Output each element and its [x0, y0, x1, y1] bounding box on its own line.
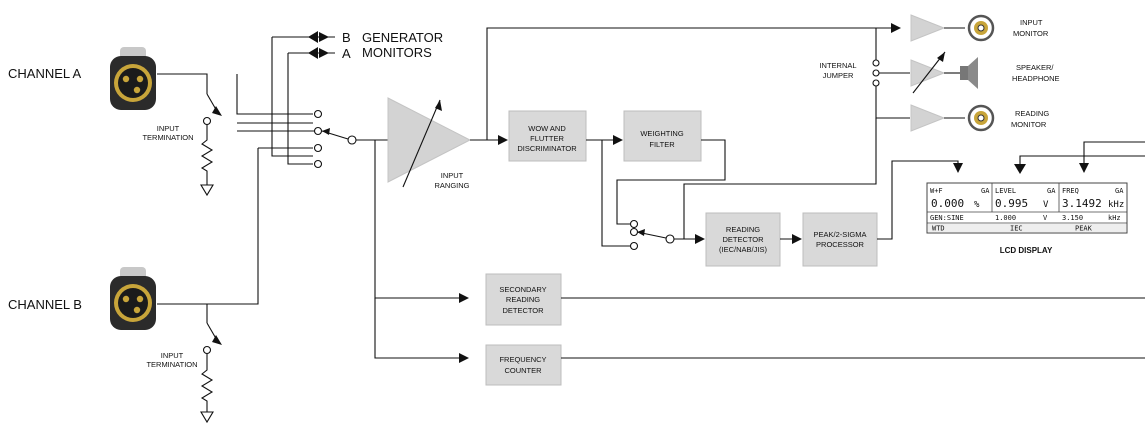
wow-flutter-line1: WOW AND — [528, 124, 566, 133]
weighting-line1: WEIGHTING — [640, 129, 683, 138]
peak-sigma-line2: PROCESSOR — [816, 240, 865, 249]
channel-b-xlr-connector-icon — [110, 267, 156, 330]
peak-sigma-line1: PEAK/2-SIGMA — [814, 230, 867, 239]
channel-b-label: CHANNEL B — [8, 297, 82, 312]
lcd-row3-c3: PEAK — [1075, 225, 1093, 233]
input-monitor-buffer — [910, 14, 946, 42]
reading-monitor-bnc-icon — [967, 104, 995, 132]
lcd-row3-c1: WTD — [932, 225, 945, 233]
lcd-col3-value: 3.1492 — [1062, 197, 1102, 210]
level-to-lcd-line — [1019, 155, 1145, 172]
lcd-col1-value: 0.000 — [931, 197, 964, 210]
lcd-col3-header: FREQ — [1062, 187, 1079, 195]
input-termination-b-line2: TERMINATION — [146, 360, 197, 369]
weighting-line2: FILTER — [649, 140, 675, 149]
internal-jumper-line1: INTERNAL — [819, 61, 856, 70]
input-monitor-bnc-icon — [967, 14, 995, 42]
input-ranging-line1: INPUT — [441, 171, 464, 180]
lcd-col1-tag: GA — [981, 187, 990, 195]
lcd-col3-tag: GA — [1115, 187, 1124, 195]
generator-a-label: A — [342, 46, 351, 61]
lcd-col2-tag: GA — [1047, 187, 1056, 195]
input-monitor-line1: INPUT — [1020, 18, 1043, 27]
peak-to-lcd-line — [877, 160, 963, 240]
reading-detector-line1: READING — [726, 225, 760, 234]
reading-selector-wiring — [601, 118, 877, 251]
reading-monitor-line2: MONITOR — [1011, 120, 1047, 129]
wow-flutter-discriminator-block — [508, 110, 587, 162]
frequency-line1: FREQUENCY — [499, 355, 546, 364]
freq-to-lcd-line — [1079, 141, 1145, 173]
lcd-col2-unit: V — [1043, 200, 1049, 210]
lcd-row2-level-unit: V — [1043, 214, 1048, 222]
generator-label-line1: GENERATOR — [362, 30, 443, 45]
lcd-col1-unit: % — [974, 200, 980, 210]
lcd-row2-freq-unit: kHz — [1108, 214, 1121, 222]
input-selector-wiring — [157, 31, 390, 305]
speaker-icon — [960, 57, 978, 89]
frequency-line2: COUNTER — [504, 366, 542, 375]
lcd-col1-header: W+F — [930, 187, 943, 195]
peak-sigma-processor-block — [802, 212, 878, 267]
input-termination-a-line1: INPUT — [157, 124, 180, 133]
lcd-col2-value: 0.995 — [995, 197, 1028, 210]
speaker-line1: SPEAKER/ — [1016, 63, 1054, 72]
reading-monitor-buffer — [910, 104, 946, 132]
level-lcd-arrow — [1014, 164, 1026, 174]
lcd-display — [926, 182, 1128, 234]
internal-jumper — [872, 28, 910, 119]
input-ranging-line2: RANGING — [434, 181, 469, 190]
reading-detector-block — [705, 212, 781, 267]
lcd-col2-header: LEVEL — [995, 187, 1016, 195]
lcd-row2-freq: 3.150 — [1062, 214, 1083, 222]
speaker-amplifier — [910, 59, 946, 87]
weighting-filter-block — [623, 110, 702, 162]
reading-monitor-line1: READING — [1015, 109, 1049, 118]
input-termination-a-line2: TERMINATION — [142, 133, 193, 142]
lcd-row2-level: 1.000 — [995, 214, 1016, 222]
secondary-line1: SECONDARY — [499, 285, 546, 294]
input-termination-a — [157, 73, 222, 197]
wow-flutter-line2: FLUTTER — [530, 134, 564, 143]
secondary-reading-detector-block — [485, 273, 562, 326]
speaker-volume-arrowhead — [937, 52, 945, 62]
lcd-col3-unit: kHz — [1108, 200, 1124, 210]
generator-label-line2: MONITORS — [362, 45, 432, 60]
generator-b-label: B — [342, 30, 351, 45]
reading-detector-line3: (IEC/NAB/JIS) — [719, 245, 767, 254]
lcd-row3-c2: IEC — [1010, 225, 1023, 233]
input-monitor-line2: MONITOR — [1013, 29, 1049, 38]
lcd-caption: LCD DISPLAY — [1000, 246, 1053, 255]
secondary-line2: READING — [506, 295, 540, 304]
wow-flutter-line3: DISCRIMINATOR — [517, 144, 577, 153]
reading-detector-line2: DETECTOR — [722, 235, 764, 244]
channel-a-label: CHANNEL A — [8, 66, 82, 81]
lcd-row2-label: GEN:SINE — [930, 214, 964, 222]
secondary-line3: DETECTOR — [502, 306, 544, 315]
channel-a-xlr-connector-icon — [110, 47, 156, 110]
frequency-counter-block — [485, 344, 562, 386]
internal-jumper-line2: JUMPER — [823, 71, 854, 80]
input-ranging-amplifier — [374, 27, 888, 363]
speaker-line2: HEADPHONE — [1012, 74, 1060, 83]
input-termination-b-line1: INPUT — [161, 351, 184, 360]
